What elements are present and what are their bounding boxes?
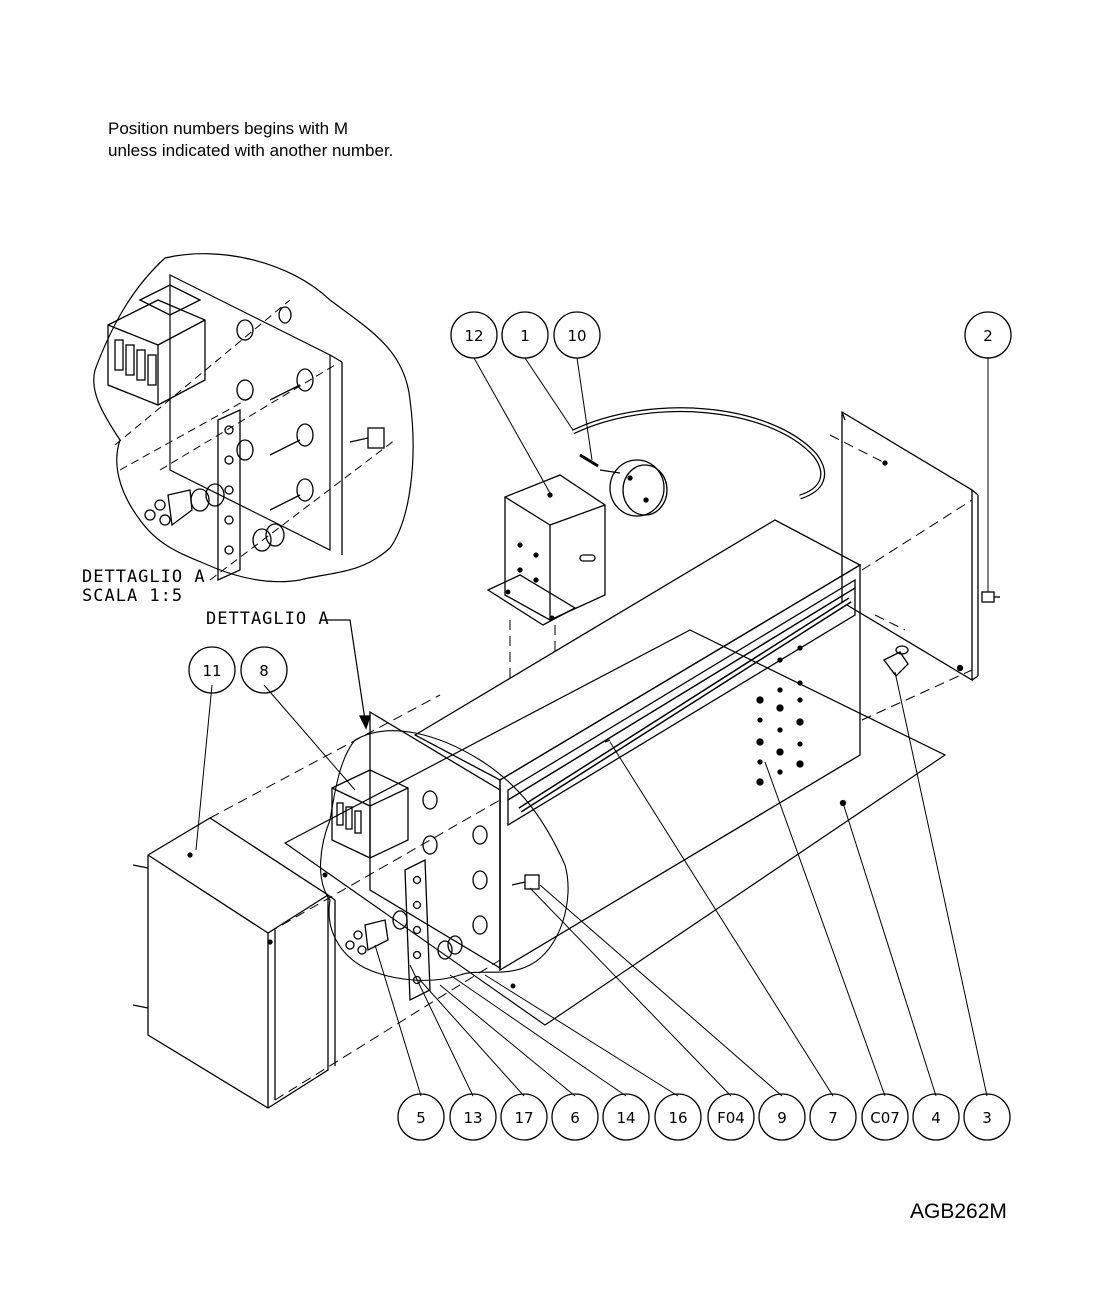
heater-holes xyxy=(756,645,804,786)
balloon-13: 13 xyxy=(449,1093,497,1141)
balloon-14: 14 xyxy=(602,1093,650,1141)
note-line-2: unless indicated with another number. xyxy=(108,141,394,160)
svg-text:8: 8 xyxy=(259,662,269,680)
svg-text:12: 12 xyxy=(464,327,483,345)
end-plate xyxy=(841,410,979,682)
drawing-number: AGB262M xyxy=(910,1200,1007,1223)
detail-a-inset-outline xyxy=(93,253,414,583)
detail-washers xyxy=(144,483,285,552)
svg-text:3: 3 xyxy=(982,1109,992,1127)
svg-text:5: 5 xyxy=(416,1109,426,1127)
balloon-9: 9 xyxy=(758,1093,806,1141)
detail-inset-title: DETTAGLIO A xyxy=(82,567,206,587)
svg-text:4: 4 xyxy=(931,1109,941,1127)
svg-text:C07: C07 xyxy=(870,1109,900,1127)
junction-box xyxy=(486,474,606,626)
detail-a-inset: DETTAGLIO A SCALA 1:5 xyxy=(82,253,414,606)
detail-back-plate xyxy=(169,274,331,551)
plug-fitting xyxy=(981,591,1000,603)
balloon-c07: C07 xyxy=(861,1093,909,1141)
leader-lines xyxy=(195,357,989,1097)
balloon-3: 3 xyxy=(963,1093,1011,1141)
detail-thermostat xyxy=(349,427,385,449)
base-plate xyxy=(283,629,947,1026)
balloon-2: 2 xyxy=(964,311,1012,359)
balloon-10: 10 xyxy=(553,311,601,359)
detail-contactor xyxy=(107,284,206,406)
detail-inset-scale: SCALA 1:5 xyxy=(82,586,183,606)
svg-text:11: 11 xyxy=(202,662,221,680)
assembly-lines xyxy=(209,434,973,1101)
electrical-box xyxy=(132,817,336,1109)
balloon-17: 17 xyxy=(500,1093,548,1141)
balloon-16: 16 xyxy=(654,1093,702,1141)
svg-text:2: 2 xyxy=(983,327,993,345)
detail-a-callout-leader xyxy=(324,619,366,721)
balloon-1: 1 xyxy=(501,311,549,359)
elbow-fitting xyxy=(883,645,909,677)
note-line-1: Position numbers begins with M xyxy=(108,119,349,138)
svg-text:7: 7 xyxy=(828,1109,838,1127)
svg-text:9: 9 xyxy=(777,1109,787,1127)
balloon-5: 5 xyxy=(397,1093,445,1141)
balloon-6: 6 xyxy=(551,1093,599,1141)
detail-heater-terminals xyxy=(236,306,314,511)
detail-a-callout-label: DETTAGLIO A xyxy=(206,609,330,629)
svg-text:14: 14 xyxy=(616,1109,635,1127)
svg-text:16: 16 xyxy=(668,1109,687,1127)
balloon-8: 8 xyxy=(240,646,288,694)
detail-terminal-bar xyxy=(217,408,241,582)
heater-body xyxy=(413,519,862,972)
svg-text:1: 1 xyxy=(520,327,530,345)
balloon-7: 7 xyxy=(809,1093,857,1141)
balloon-11: 11 xyxy=(188,646,236,694)
balloon-4: 4 xyxy=(912,1093,960,1141)
svg-text:17: 17 xyxy=(514,1109,533,1127)
svg-text:6: 6 xyxy=(570,1109,580,1127)
balloon-12: 12 xyxy=(450,311,498,359)
balloon-f04: F04 xyxy=(707,1093,755,1141)
svg-text:10: 10 xyxy=(567,327,586,345)
pressure-switch xyxy=(579,453,668,517)
detail-a-in-place xyxy=(320,710,569,1002)
contactor xyxy=(331,769,409,859)
svg-text:F04: F04 xyxy=(717,1109,745,1127)
svg-text:13: 13 xyxy=(463,1109,482,1127)
position-number-note: Position numbers begins with M unless in… xyxy=(108,118,393,162)
